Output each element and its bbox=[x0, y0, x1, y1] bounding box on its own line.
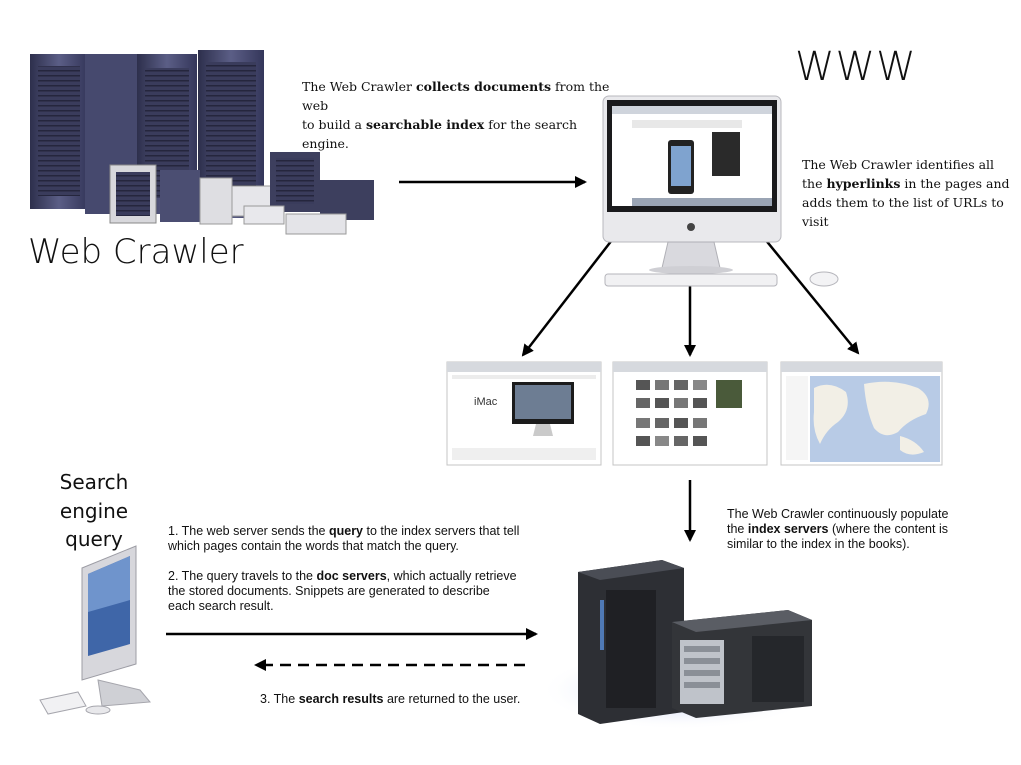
collect-documents-note: The Web Crawler collects documents from … bbox=[302, 77, 622, 153]
step-2-line-3: each search result. bbox=[168, 599, 274, 613]
step-1-note: 1. The web server sends the query to the… bbox=[168, 524, 548, 554]
thumbnail-map-page bbox=[780, 361, 943, 466]
populate-note-line-2: the index servers (where the content is bbox=[727, 522, 987, 537]
step-2-note: 2. The query travels to the doc servers,… bbox=[168, 569, 548, 614]
search-engine-query-line-3: query bbox=[65, 527, 123, 551]
hyperlinks-note-line-3: adds them to the list of URLs to visit bbox=[802, 195, 1004, 229]
step-1-bold: query bbox=[328, 524, 364, 538]
step-1-pre: 1. The web server sends the bbox=[168, 524, 329, 538]
step-2-pre: 2. The query travels to the bbox=[168, 569, 317, 583]
hyperlinks-note: The Web Crawler identifies all the hyper… bbox=[802, 155, 1017, 231]
populate-note-2-pre: the bbox=[727, 522, 748, 536]
step-2-post: , which actually retrieve bbox=[386, 569, 517, 583]
hyperlinks-note-2-bold: hyperlinks bbox=[826, 176, 901, 191]
populate-note-line-3: similar to the index in the books). bbox=[727, 537, 910, 551]
collect-note-2-pre: to build a bbox=[302, 117, 366, 132]
step-2-bold: doc servers bbox=[316, 569, 387, 583]
thumbnail-imac-text: iMac bbox=[474, 396, 498, 408]
step-3-bold: search results bbox=[298, 692, 384, 706]
search-engine-query-line-2: engine bbox=[59, 498, 129, 523]
step-1-post: to the index servers that tell bbox=[363, 524, 520, 538]
thumbnail-imac-page bbox=[446, 361, 602, 466]
www-label: WWW bbox=[795, 44, 917, 90]
step-1-line-1: 1. The web server sends the query to the… bbox=[168, 524, 548, 539]
search-engine-query-line-1: Search bbox=[59, 470, 129, 494]
search-engine-query-label: Search engine query bbox=[34, 468, 154, 554]
thumbnail-video-page bbox=[612, 361, 768, 466]
step-3-post: are returned to the user. bbox=[383, 692, 521, 706]
collect-note-line-2: to build a searchable index for the sear… bbox=[302, 115, 622, 153]
populate-note-line-1: The Web Crawler continuously populate bbox=[727, 507, 949, 521]
collect-note-1-post: from the web bbox=[302, 79, 610, 113]
collect-note-2-post: for the search engine. bbox=[302, 117, 578, 151]
populate-note-2-post: (where the content is bbox=[828, 522, 948, 536]
hyperlinks-note-line-2: the hyperlinks in the pages and bbox=[802, 174, 1017, 193]
collect-note-1-pre: The Web Crawler bbox=[302, 79, 416, 94]
step-2-line-2: the stored documents. Snippets are gener… bbox=[168, 584, 490, 598]
collect-note-line-1: The Web Crawler collects documents from … bbox=[302, 77, 622, 115]
step-1-line-2: which pages contain the words that match… bbox=[168, 539, 459, 553]
hyperlinks-note-2-post: in the pages and bbox=[900, 176, 1010, 191]
step-3-note: 3. The search results are returned to th… bbox=[260, 692, 560, 707]
populate-index-note: The Web Crawler continuously populate th… bbox=[727, 507, 987, 552]
web-crawler-label: Web Crawler bbox=[28, 232, 244, 272]
collect-note-1-bold: collects documents bbox=[416, 79, 552, 94]
populate-note-2-bold: index servers bbox=[747, 522, 829, 536]
hyperlinks-note-2-pre: the bbox=[802, 176, 827, 191]
hyperlinks-note-line-1: The Web Crawler identifies all bbox=[802, 157, 995, 172]
collect-note-2-bold: searchable index bbox=[365, 117, 485, 132]
step-2-line-1: 2. The query travels to the doc servers,… bbox=[168, 569, 548, 584]
step-3-pre: 3. The bbox=[260, 692, 299, 706]
